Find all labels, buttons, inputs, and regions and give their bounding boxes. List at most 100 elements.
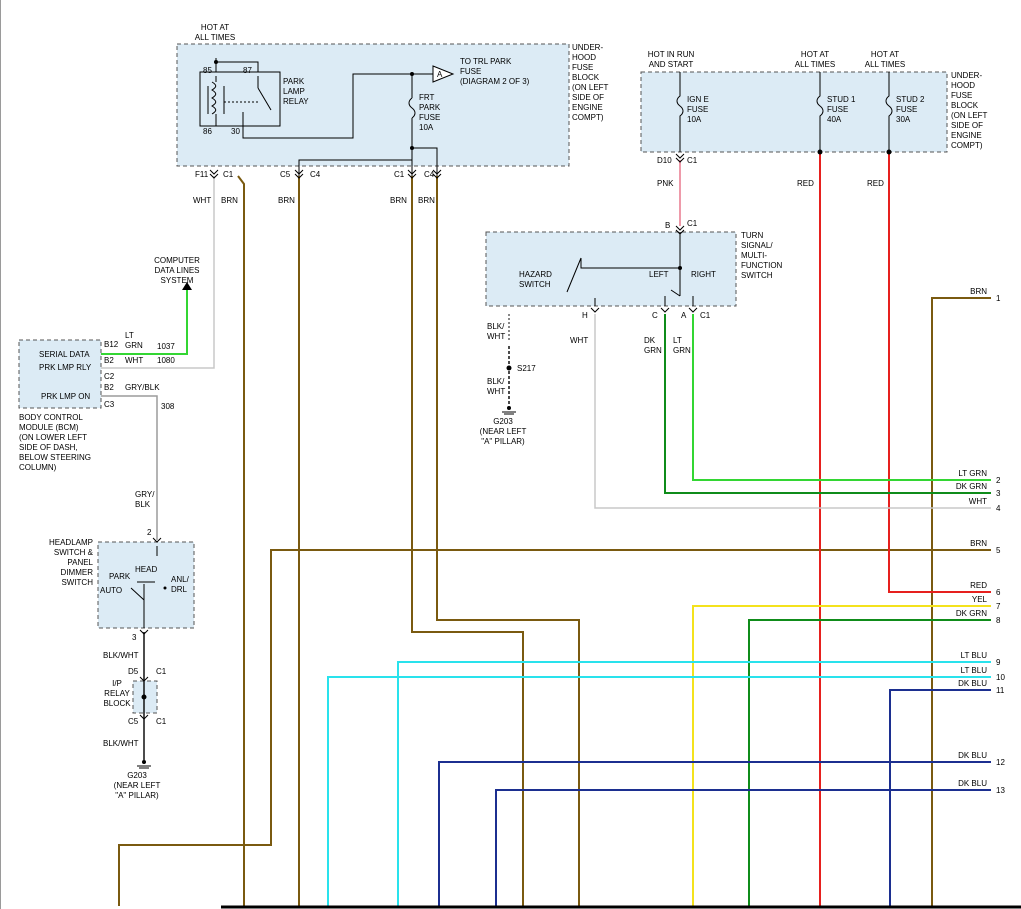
wire-label-blkwht2: BLK/WHT <box>103 739 139 748</box>
pin-86: 86 <box>203 127 212 136</box>
bcm-box <box>18 339 102 409</box>
wire-wht-out4 <box>594 314 991 509</box>
conn-d5 <box>139 676 149 682</box>
output-color-2: LT GRN <box>958 469 987 478</box>
relay-switch <box>242 76 272 126</box>
turn-pin-c1: C1 <box>700 311 711 320</box>
relay-node <box>214 60 218 64</box>
turn-pin-b: B <box>665 221 670 230</box>
bcm-serial-label: SERIAL DATA <box>39 350 90 359</box>
turn-node <box>678 266 682 270</box>
s217-label: S217 <box>517 364 536 373</box>
conn-label-c1a: C1 <box>223 170 234 179</box>
output-number-13: 13 <box>996 786 1005 795</box>
anl-dot <box>163 586 167 590</box>
park-lamp-relay <box>199 71 281 127</box>
wire-label-blkwht1: BLK/WHT <box>103 651 139 660</box>
stud2-fuse <box>885 72 893 152</box>
underhood-fuse-block-right <box>640 71 948 153</box>
c1c4-split <box>412 147 438 176</box>
ip-node <box>141 694 147 700</box>
bcm-pin-b2a: B2 <box>104 356 114 365</box>
ground-g203-right <box>502 406 516 415</box>
headlamp-pin-2: 2 <box>147 528 152 537</box>
output-number-8: 8 <box>996 616 1001 625</box>
wire-dkgrn-out8 <box>748 619 991 906</box>
trl-connector <box>432 65 455 83</box>
trl-conn-label: A <box>437 70 443 79</box>
auto-label: AUTO <box>100 586 122 595</box>
wire-dkgrn-out3 <box>664 314 991 494</box>
s217-node <box>506 365 512 371</box>
output-color-4: WHT <box>969 497 987 506</box>
c5-link <box>298 159 412 176</box>
wire-label-blkwht4: BLK/WHT <box>487 377 505 396</box>
bcm-pin-b2b: B2 <box>104 383 114 392</box>
conn-label-c1-right: C1 <box>687 156 698 165</box>
headlamp-switch-box <box>97 541 195 629</box>
bcm-pin-b12: B12 <box>104 340 119 349</box>
wire-label-wht: WHT <box>193 196 211 205</box>
wire-dkblu-out11 <box>889 689 991 906</box>
output-number-6: 6 <box>996 588 1001 597</box>
conn-2 <box>152 537 162 543</box>
hazard-switch <box>566 257 596 306</box>
wire-label-1037: 1037 <box>157 342 175 351</box>
wire-label-brn-b: BRN <box>390 196 407 205</box>
wire-yel-out7 <box>692 605 991 906</box>
output-number-12: 12 <box>996 758 1005 767</box>
wire-label-blkwht3: BLK/WHT <box>487 322 505 341</box>
output-color-10: LT BLU <box>961 666 988 675</box>
right-label: RIGHT <box>691 270 716 279</box>
wire-ltgrn-serial <box>101 288 188 355</box>
wire-ltblu-out9 <box>397 661 991 906</box>
conn-c5-ip <box>139 714 149 720</box>
wire-label-brn-c: BRN <box>418 196 435 205</box>
conn-label-f11: F11 <box>195 170 209 179</box>
output-number-5: 5 <box>996 546 1001 555</box>
turn-feed <box>580 232 681 296</box>
g203-left-label: G203(NEAR LEFT"A" PILLAR) <box>114 771 161 800</box>
wire-wht-bcm <box>101 176 215 369</box>
wire-dkblu-out13 <box>495 789 991 906</box>
ground-g203-left <box>137 760 151 769</box>
bcm-pin-c2: C2 <box>104 372 115 381</box>
output-color-13: DK BLU <box>958 779 987 788</box>
turn-conn-c1: C1 <box>687 219 698 228</box>
ip-pin-c1b: C1 <box>156 717 167 726</box>
output-color-5: BRN <box>970 539 987 548</box>
conn-label-d10: D10 <box>657 156 672 165</box>
wire-red-out6 <box>888 152 991 593</box>
output-number-1: 1 <box>996 294 1001 303</box>
wire-label-pnk: PNK <box>657 179 674 188</box>
wire-brn-c5 <box>237 175 245 906</box>
wire-label-brn: BRN <box>221 196 238 205</box>
conn-c5 <box>294 169 304 179</box>
output-number-10: 10 <box>996 673 1005 682</box>
conn-3 <box>139 629 149 635</box>
wire-brn-out1 <box>931 297 991 906</box>
output-number-4: 4 <box>996 504 1001 513</box>
output-color-1: BRN <box>970 287 987 296</box>
wire-label-wht2: WHT <box>125 356 143 365</box>
conn-c1 <box>407 169 417 179</box>
relay-coil <box>207 76 225 126</box>
wire-ltgrn-out2 <box>692 314 991 481</box>
output-color-3: DK GRN <box>956 482 987 491</box>
wire-dkblu-out12 <box>438 761 991 906</box>
conn-label-c1b: C1 <box>394 170 405 179</box>
wire-label-1080: 1080 <box>157 356 175 365</box>
